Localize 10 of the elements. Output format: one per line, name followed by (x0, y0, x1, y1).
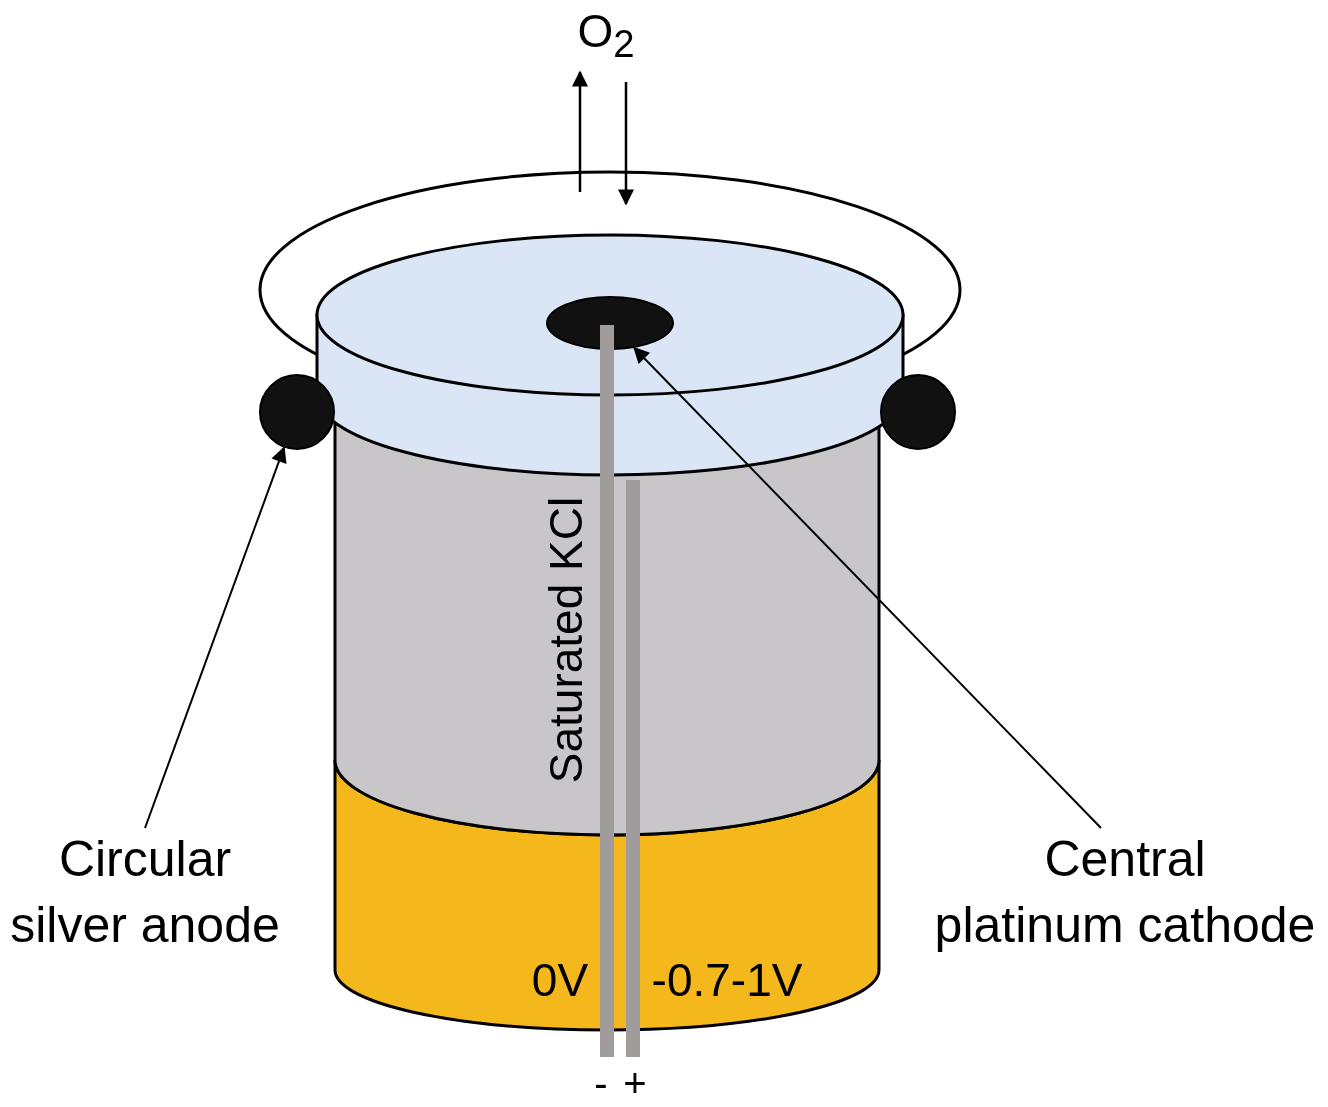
polarity-sign: + (623, 1063, 647, 1103)
callout-text: Circular silver anode (5, 826, 285, 958)
voltage-label: -0.7-1V (651, 957, 803, 1003)
polarity-sign: - (594, 1063, 608, 1103)
callout-text: Central platinum cathode (925, 826, 1325, 958)
leader-line (144, 446, 287, 829)
leader-line (633, 346, 1102, 829)
gas-label: O$_{2}$ (577, 8, 635, 64)
electrolyte-label: Saturated KCl (543, 496, 589, 784)
voltage-label: 0V (531, 957, 589, 1003)
